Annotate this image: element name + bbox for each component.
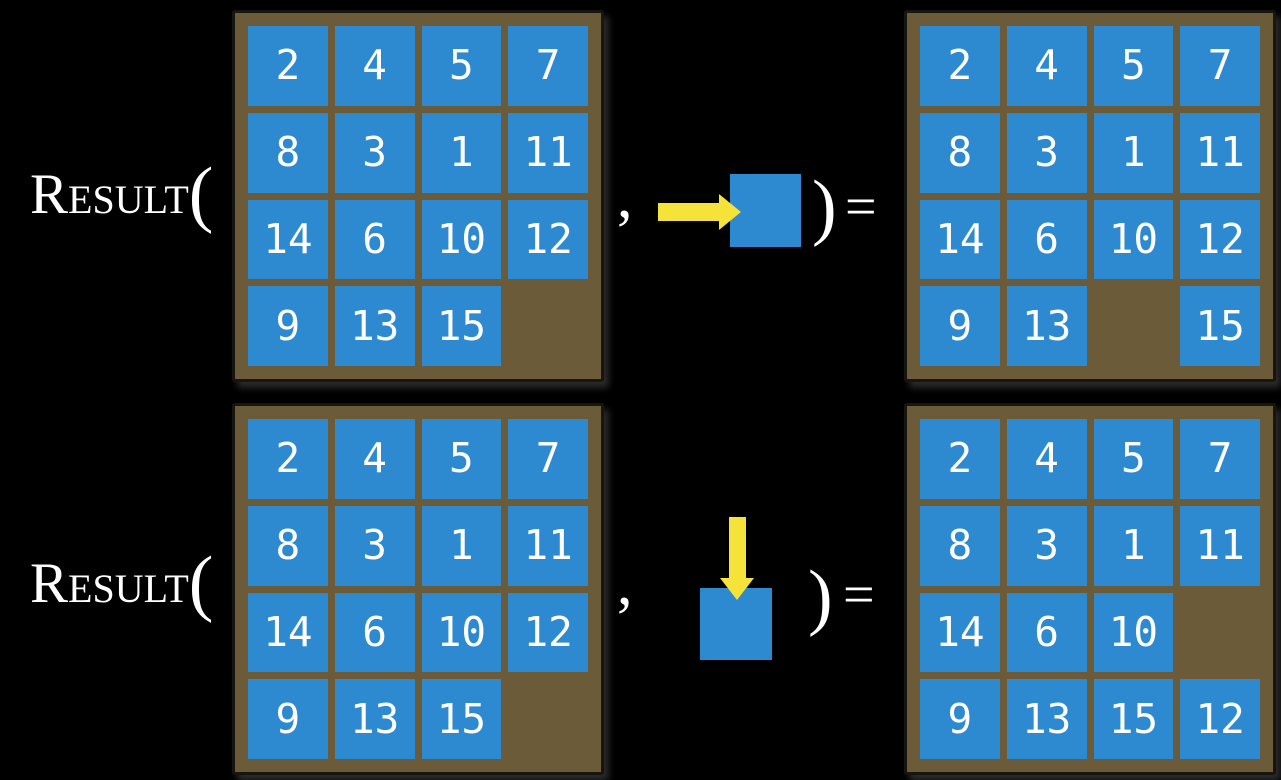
puzzle-tile: 1 bbox=[1093, 505, 1174, 586]
puzzle-tile: 13 bbox=[1006, 679, 1087, 759]
puzzle-tile: 1 bbox=[421, 505, 502, 586]
puzzle-tile: 3 bbox=[1006, 505, 1087, 586]
puzzle-tile: 7 bbox=[1180, 419, 1260, 499]
puzzle-tile: 15 bbox=[1093, 679, 1174, 759]
puzzle-tile: 8 bbox=[920, 112, 1000, 193]
puzzle-tile: 13 bbox=[1006, 286, 1087, 366]
puzzle-tile: 7 bbox=[1180, 26, 1260, 106]
comma-separator: , bbox=[617, 163, 633, 231]
puzzle-tile: 5 bbox=[1093, 26, 1174, 106]
puzzle-tile: 11 bbox=[1180, 112, 1260, 193]
puzzle-tile: 13 bbox=[334, 679, 415, 759]
puzzle-tile: 8 bbox=[248, 112, 328, 193]
puzzle-tile: 7 bbox=[508, 419, 588, 499]
puzzle-tile: 6 bbox=[1006, 592, 1087, 673]
result-function-label: Result( bbox=[30, 542, 214, 624]
equals-sign: = bbox=[843, 564, 875, 626]
function-name: Result bbox=[30, 552, 189, 615]
puzzle-tile: 15 bbox=[1180, 286, 1260, 366]
puzzle-tile: 14 bbox=[248, 199, 328, 280]
puzzle-tile: 2 bbox=[248, 26, 328, 106]
puzzle-tile: 1 bbox=[1093, 112, 1174, 193]
puzzle-tile: 3 bbox=[334, 112, 415, 193]
puzzle-tile: 6 bbox=[334, 199, 415, 280]
arrow-right-head bbox=[719, 194, 741, 230]
result-function-label: Result( bbox=[30, 153, 214, 235]
puzzle-tile: 2 bbox=[920, 26, 1000, 106]
puzzle-tile: 11 bbox=[508, 112, 588, 193]
puzzle-tile: 14 bbox=[248, 592, 328, 673]
puzzle-tile: 10 bbox=[421, 199, 502, 280]
puzzle-tile: 10 bbox=[1093, 592, 1174, 673]
puzzle-tile: 5 bbox=[1093, 419, 1174, 499]
blank-cell bbox=[508, 679, 588, 759]
puzzle-tile: 9 bbox=[248, 679, 328, 759]
puzzle-tile: 8 bbox=[920, 505, 1000, 586]
puzzle-tile: 11 bbox=[1180, 505, 1260, 586]
blank-cell bbox=[508, 286, 588, 366]
puzzle-tile: 11 bbox=[508, 505, 588, 586]
puzzle-tile: 4 bbox=[1006, 419, 1087, 499]
puzzle-tile: 6 bbox=[334, 592, 415, 673]
puzzle-tile: 15 bbox=[421, 286, 502, 366]
arrow-down-shaft bbox=[729, 517, 746, 578]
puzzle-tile: 8 bbox=[248, 505, 328, 586]
puzzle-tile: 7 bbox=[508, 26, 588, 106]
puzzle-tile: 12 bbox=[508, 592, 588, 673]
puzzle-tile: 3 bbox=[334, 505, 415, 586]
close-paren: ) bbox=[808, 556, 833, 638]
puzzle-tile: 5 bbox=[421, 26, 502, 106]
puzzle-tile: 14 bbox=[920, 199, 1000, 280]
puzzle-tile: 10 bbox=[421, 592, 502, 673]
puzzle-tile: 10 bbox=[1093, 199, 1174, 280]
puzzle-tile: 3 bbox=[1006, 112, 1087, 193]
puzzle-tile: 4 bbox=[334, 419, 415, 499]
function-name: Result bbox=[30, 163, 189, 226]
puzzle-tile: 15 bbox=[421, 679, 502, 759]
arrow-right-shaft bbox=[658, 203, 719, 221]
blank-cell bbox=[1180, 593, 1260, 673]
puzzle-tile: 5 bbox=[421, 419, 502, 499]
puzzle-tile: 12 bbox=[1180, 199, 1260, 280]
comma-separator: , bbox=[617, 550, 633, 618]
puzzle-tile: 6 bbox=[1006, 199, 1087, 280]
puzzle-tile: 1 bbox=[421, 112, 502, 193]
puzzle-tile: 12 bbox=[508, 199, 588, 280]
puzzle-tile: 12 bbox=[1180, 679, 1260, 759]
close-paren: ) bbox=[812, 166, 837, 248]
puzzle-tile: 9 bbox=[920, 286, 1000, 366]
puzzle-tile: 13 bbox=[334, 286, 415, 366]
puzzle-tile: 9 bbox=[920, 679, 1000, 759]
puzzle-tile: 2 bbox=[248, 419, 328, 499]
arrow-down-head bbox=[720, 578, 754, 600]
puzzle-tile: 4 bbox=[334, 26, 415, 106]
action-tile bbox=[730, 174, 801, 247]
puzzle-tile: 2 bbox=[920, 419, 1000, 499]
blank-cell bbox=[1094, 286, 1174, 366]
puzzle-tile: 9 bbox=[248, 286, 328, 366]
equals-sign: = bbox=[845, 176, 877, 238]
action-tile bbox=[700, 588, 772, 660]
puzzle-tile: 4 bbox=[1006, 26, 1087, 106]
puzzle-tile: 14 bbox=[920, 592, 1000, 673]
